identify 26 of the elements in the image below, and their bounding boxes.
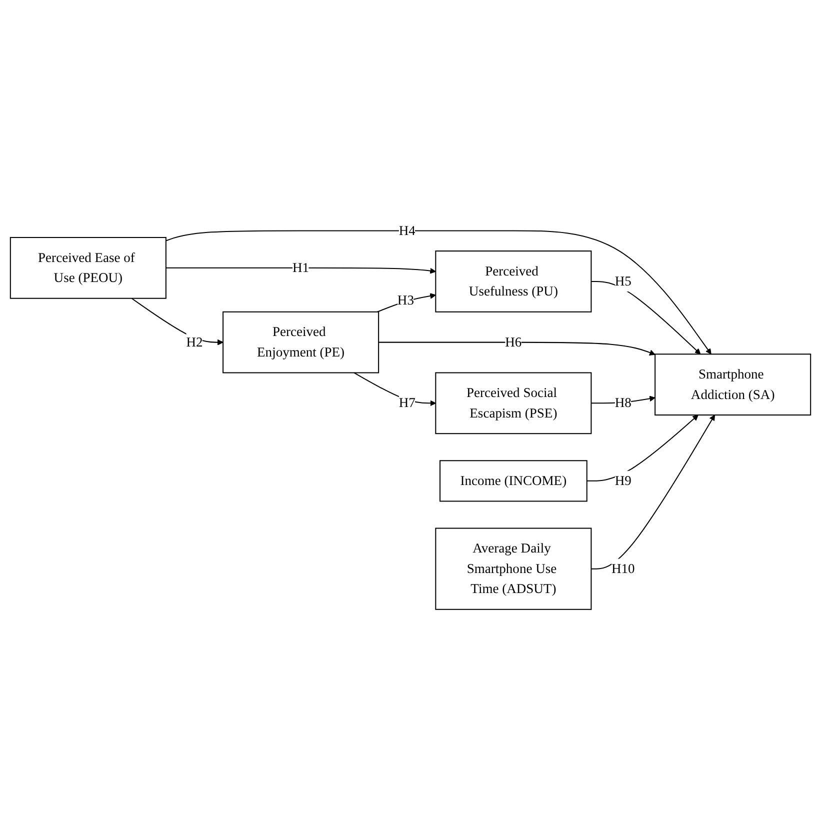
arrow (591, 414, 715, 570)
arrow (377, 293, 436, 312)
arrow (166, 267, 436, 274)
node-box: Perceived Ease of Use (PEOU) (10, 237, 166, 299)
node-box: Smartphone Addiction (SA) (654, 354, 812, 416)
edge-label: H3 (397, 293, 414, 308)
edge-label: H9 (614, 473, 632, 488)
edge-label: H4 (398, 223, 416, 238)
arrow (354, 372, 436, 406)
arrow (586, 414, 698, 482)
edge-label: H10 (611, 561, 635, 576)
edge-label: H5 (614, 274, 632, 289)
arrow (131, 298, 224, 346)
edge-label: H8 (614, 396, 632, 411)
edge-label: H1 (292, 260, 310, 276)
edge-label: H6 (505, 334, 522, 350)
node-box: Average Daily Smartphone Use Time (ADSUT) (435, 528, 592, 610)
arrow (378, 342, 656, 356)
edge-label: H7 (398, 396, 416, 411)
node-box: Income (INCOME) (440, 460, 588, 502)
node-box: Perceived Usefulness (PU) (435, 250, 592, 312)
node-box: Perceived Enjoyment (PE) (222, 311, 380, 374)
arrow (166, 230, 712, 354)
edge-label: H2 (186, 334, 203, 350)
arrow (591, 280, 701, 354)
node-box: Perceived Social Escapism (PSE) (435, 372, 592, 434)
